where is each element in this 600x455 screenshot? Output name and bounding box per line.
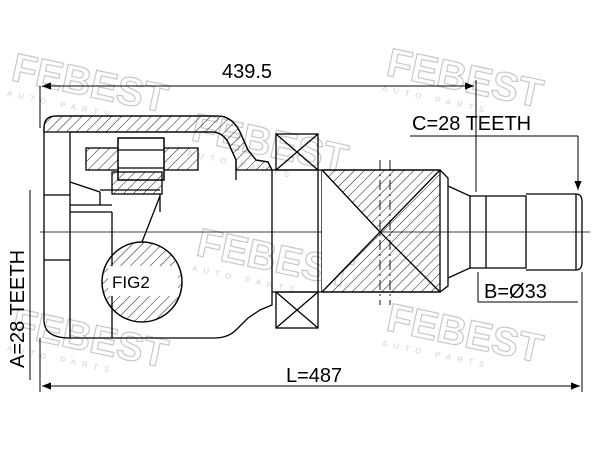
dimension-outer-teeth: A=28 TEETH (7, 250, 29, 368)
dimension-overall-length: L=487 (286, 365, 342, 387)
dimension-439-5: 439.5 (222, 61, 272, 83)
watermark-group: FEBEST AUTO PARTS FEBEST AUTO PARTS FEBE… (6, 40, 547, 377)
stub-shaft (439, 169, 583, 293)
labels: 439.5 L=487 C=28 TEETH B=Ø33 A=28 TEETH … (7, 61, 547, 387)
fig2-callout (101, 195, 183, 323)
tripod-section (69, 137, 199, 338)
outer-housing (43, 115, 274, 339)
dimension-shaft-diameter: B=Ø33 (484, 281, 547, 303)
dimension-inner-teeth: C=28 TEETH (412, 113, 531, 135)
intermediate-shaft (272, 133, 441, 329)
dimension-lines (29, 80, 583, 392)
cv-joint-drawing (40, 115, 590, 339)
fig2-label: FIG2 (112, 273, 150, 292)
